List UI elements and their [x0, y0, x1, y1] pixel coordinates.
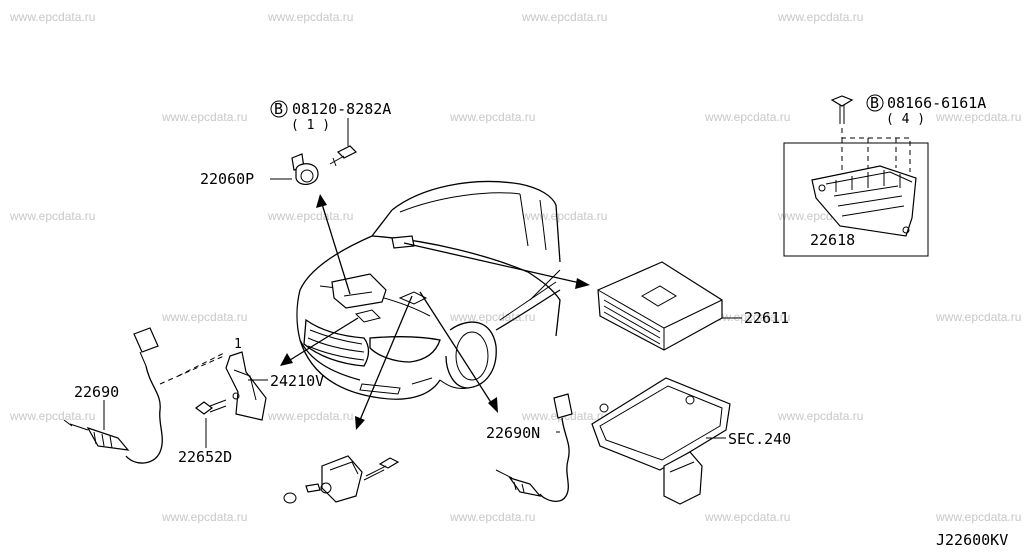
bolt-circle-letter: B — [274, 100, 283, 118]
bolt-circle-letter: B — [870, 94, 879, 112]
reference-note: 1 — [234, 337, 242, 352]
watermark: www.epcdata.ru — [777, 10, 863, 24]
watermark: www.epcdata.ru — [777, 409, 863, 423]
part-number-22690N[interactable]: 22690N — [486, 424, 540, 442]
detail-box — [783, 142, 929, 257]
watermark: www.epcdata.ru — [9, 209, 95, 223]
section-reference-SEC-240[interactable]: SEC.240 — [728, 430, 791, 448]
watermark: www.epcdata.ru — [935, 310, 1021, 324]
o2-sensor-n-group: 22690N — [486, 393, 573, 502]
bracket-group: 1 24210V 22652D — [159, 337, 324, 466]
watermark: www.epcdata.ru — [449, 510, 535, 524]
watermark: www.epcdata.ru — [521, 10, 607, 24]
watermark: www.epcdata.ru — [704, 510, 790, 524]
ecm-bracket-group: B 08166-6161A ( 4 ) 22618 — [783, 94, 986, 257]
pointer-arrows — [280, 194, 590, 430]
knock-sensor-group: B 08120-8282A ( 1 ) 22060P — [200, 100, 391, 188]
part-number-08166-6161A[interactable]: 08166-6161A — [887, 94, 986, 112]
watermark: www.epcdata.ru — [704, 310, 790, 324]
watermark: www.epcdata.ru — [161, 510, 247, 524]
watermark: www.epcdata.ru — [9, 10, 95, 24]
part-number-22652D[interactable]: 22652D — [178, 448, 232, 466]
cam-sensor-group — [283, 455, 400, 504]
part-number-24210V[interactable]: 24210V — [270, 372, 324, 390]
watermark: www.epcdata.ru — [267, 10, 353, 24]
watermark: www.epcdata.ru — [704, 110, 790, 124]
watermark: www.epcdata.ru — [267, 409, 353, 423]
ecm-group: 22611 — [597, 261, 789, 351]
sec-240-group: SEC.240 — [591, 377, 791, 505]
diagram-code: J22600KV — [936, 531, 1008, 549]
watermark: www.epcdata.ru — [161, 110, 247, 124]
watermark: www.epcdata.ru — [935, 510, 1021, 524]
vehicle-illustration — [296, 180, 561, 400]
watermark: www.epcdata.ru — [935, 110, 1021, 124]
part-number-22690[interactable]: 22690 — [74, 383, 119, 401]
part-number-22611[interactable]: 22611 — [744, 309, 789, 327]
watermark: www.epcdata.ru — [449, 310, 535, 324]
bolt-symbol-circle — [866, 94, 884, 112]
quantity-label: ( 1 ) — [291, 118, 330, 133]
o2-sensor-group: 22690 — [63, 327, 163, 464]
watermark-layer: www.epcdata.ru www.epcdata.ru www.epcdat… — [9, 10, 1021, 524]
watermark: www.epcdata.ru — [521, 209, 607, 223]
watermark: www.epcdata.ru — [9, 409, 95, 423]
watermark: www.epcdata.ru — [161, 310, 247, 324]
watermark: www.epcdata.ru — [449, 110, 535, 124]
watermark: www.epcdata.ru — [267, 209, 353, 223]
bolt-symbol-circle — [270, 100, 288, 118]
part-number-22618[interactable]: 22618 — [810, 231, 855, 249]
part-number-22060P[interactable]: 22060P — [200, 170, 254, 188]
part-number-08120-8282A[interactable]: 08120-8282A — [292, 100, 391, 118]
quantity-label: ( 4 ) — [886, 112, 925, 127]
